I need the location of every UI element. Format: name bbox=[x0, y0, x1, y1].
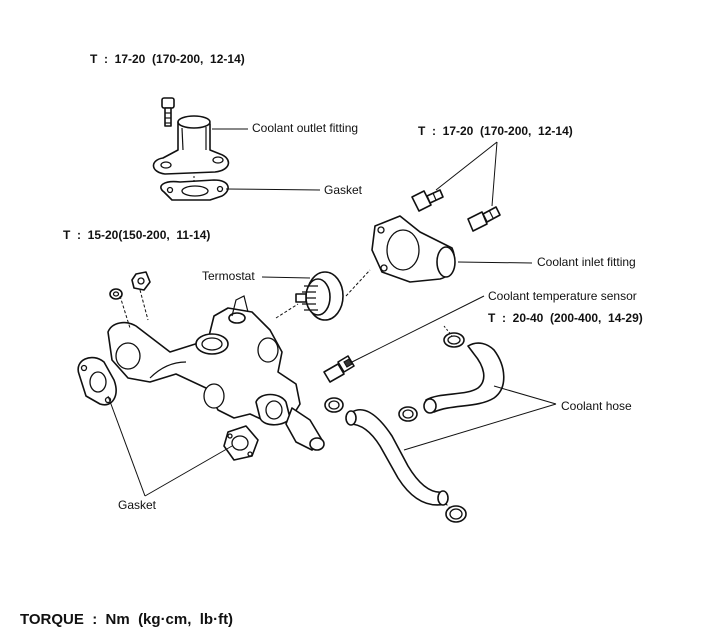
hose-clamp-4 bbox=[445, 505, 467, 523]
torque-spec-housing-nut: T : 15-20(150-200, 11-14) bbox=[63, 228, 211, 242]
coolant-outlet-fitting-part bbox=[152, 115, 230, 175]
torque-spec-temp-sensor: T : 20-40 (200-400, 14-29) bbox=[488, 311, 643, 325]
coolant-inlet-fitting-part bbox=[371, 215, 456, 283]
coolant-hose-short bbox=[423, 342, 505, 414]
hose-clamp-3 bbox=[443, 332, 465, 348]
housing-nut bbox=[131, 271, 151, 291]
label-termostat: Termostat bbox=[202, 269, 255, 283]
inlet-bolt-right bbox=[467, 206, 501, 232]
label-gasket-bottom: Gasket bbox=[118, 498, 157, 512]
torque-units-legend: TORQUE : Nm (kg·cm, lb·ft) bbox=[20, 611, 234, 628]
housing-washer bbox=[109, 288, 123, 300]
hose-clamp-1 bbox=[324, 397, 344, 413]
label-coolant-inlet-fitting: Coolant inlet fitting bbox=[537, 255, 636, 269]
leader-lines bbox=[107, 128, 557, 509]
label-coolant-temperature-sensor: Coolant temperature sensor bbox=[488, 289, 637, 303]
torque-spec-inlet-bolt: T : 17-20 (170-200, 12-14) bbox=[418, 124, 573, 138]
label-coolant-hose: Coolant hose bbox=[561, 399, 632, 413]
coolant-temperature-sensor-part bbox=[323, 355, 355, 383]
left-gasket-part bbox=[77, 356, 117, 406]
coolant-hose-long bbox=[345, 409, 449, 506]
thermostat-housing-part bbox=[107, 295, 325, 451]
thermostat-part bbox=[295, 271, 344, 321]
top-gasket-part bbox=[160, 179, 229, 201]
hose-clamp-2 bbox=[398, 406, 418, 422]
outlet-bolt bbox=[161, 97, 175, 127]
label-coolant-outlet-fitting: Coolant outlet fitting bbox=[252, 121, 359, 135]
bottom-gasket-part bbox=[223, 425, 259, 461]
torque-spec-outlet-bolt: T : 17-20 (170-200, 12-14) bbox=[90, 52, 245, 66]
label-gasket-top: Gasket bbox=[324, 183, 363, 197]
inlet-bolt-left bbox=[411, 189, 444, 212]
